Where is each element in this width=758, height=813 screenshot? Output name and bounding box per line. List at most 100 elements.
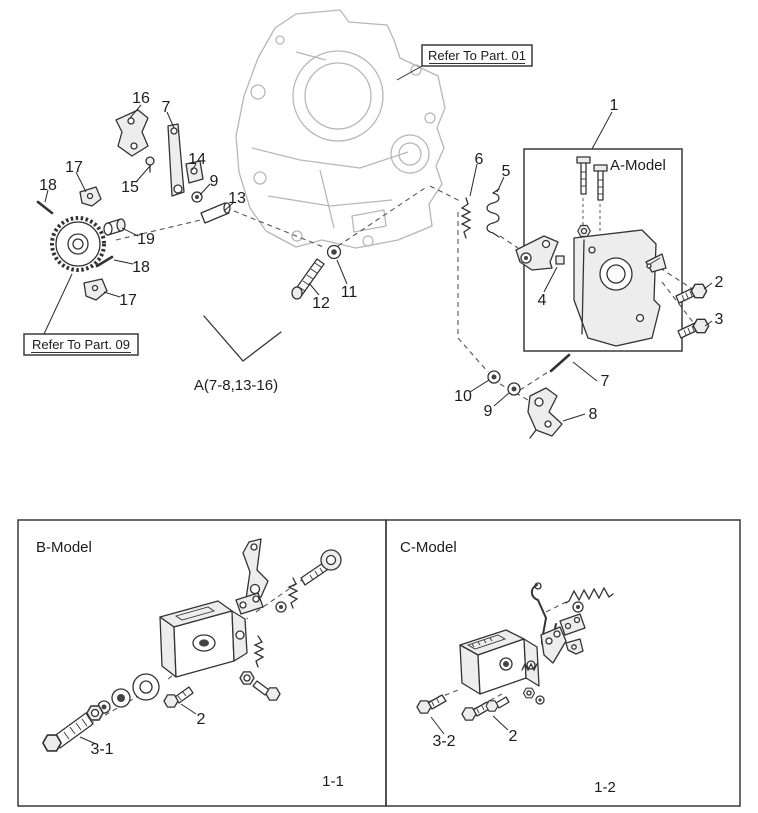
bolt-part-2 <box>675 283 708 304</box>
callout-6: 6 <box>469 151 484 197</box>
callout-18-lower: 18 <box>113 259 150 276</box>
callout-10-label: 10 <box>454 388 472 405</box>
callout-10: 10 <box>454 379 490 405</box>
b-figure-number: 1-1 <box>322 773 344 790</box>
callout-2-label: 2 <box>715 274 724 291</box>
callout-11: 11 <box>336 259 358 301</box>
callout-7-lower: 7 <box>572 361 610 390</box>
clip-part-17-upper <box>79 186 102 207</box>
callout-7-upper-label: 7 <box>162 99 171 116</box>
pin-part-7-lower <box>549 353 571 373</box>
washer-part-9-lower <box>507 382 521 396</box>
callout-14: 14 <box>188 151 206 171</box>
lever-part-8 <box>527 387 563 439</box>
c-right-lever <box>540 626 567 664</box>
callout-14-label: 14 <box>188 151 206 168</box>
c-nut <box>522 687 536 699</box>
callout-9-lower-label: 9 <box>484 403 493 420</box>
callout-13-label: 13 <box>228 190 246 207</box>
callout-12: 12 <box>308 282 330 312</box>
c-spring-small <box>521 662 538 672</box>
b-nut-lower <box>86 705 104 721</box>
b-top-lever <box>242 538 269 600</box>
b-callout-2: 2 <box>180 703 206 728</box>
group-bracket-a: A(7-8,13-16) <box>194 315 282 394</box>
b-spring-upper <box>287 577 299 609</box>
callout-5: 5 <box>496 163 511 193</box>
stud-bolt-right <box>593 164 608 201</box>
washer-part-11 <box>326 244 342 260</box>
bolt-part-2-b <box>163 686 194 708</box>
adjust-knob <box>645 253 667 273</box>
bolt-part-3-2 <box>416 694 447 714</box>
callout-17-lower: 17 <box>103 291 137 309</box>
callout-8: 8 <box>562 406 598 423</box>
governor-gear <box>50 216 106 272</box>
refer-to-part-09-label: Refer To Part. 09 <box>32 337 130 352</box>
callout-15: 15 <box>121 165 151 196</box>
c-figure-number: 1-2 <box>594 779 616 796</box>
callout-6-label: 6 <box>475 151 484 168</box>
callout-12-label: 12 <box>312 295 330 312</box>
b-model-panel: B-Model <box>17 519 387 807</box>
callout-4: 4 <box>538 266 558 309</box>
callout-9-upper: 9 <box>199 173 219 196</box>
callout-17-lower-label: 17 <box>119 292 137 309</box>
link-part-14 <box>185 160 204 184</box>
washer-part-9-upper <box>191 191 203 203</box>
callout-3: 3 <box>704 311 724 328</box>
refer-to-part-09-link[interactable]: Refer To Part. 09 <box>23 273 139 356</box>
b-callout-3-1: 3-1 <box>79 736 114 758</box>
b-nut-upper <box>239 671 255 685</box>
b-washer-medium <box>111 688 131 708</box>
c-washer-upper <box>572 601 584 613</box>
callout-17-upper: 17 <box>65 159 87 193</box>
refer-to-part-01-label: Refer To Part. 01 <box>428 48 526 63</box>
b-link-plate <box>235 592 264 615</box>
refer-to-part-01-link[interactable]: Refer To Part. 01 <box>396 44 533 81</box>
b-spring-lower <box>253 635 265 668</box>
c-callout-3-2-label: 3-2 <box>432 733 455 750</box>
c-spring <box>565 586 614 604</box>
callout-18-upper-label: 18 <box>39 177 57 194</box>
group-label: A(7-8,13-16) <box>194 377 278 394</box>
arm-part-7 <box>167 123 185 197</box>
c-dashed-axes <box>427 599 571 710</box>
b-washer-small <box>275 601 287 613</box>
engine-crankcase-ghost <box>235 9 446 249</box>
b-screw-round-head <box>300 549 342 586</box>
callout-13: 13 <box>223 190 246 212</box>
callout-9-lower: 9 <box>484 392 510 420</box>
b-bolt-right <box>252 680 281 701</box>
assembly-axis-dashed-lines <box>115 185 697 401</box>
square-nut-part-4 <box>555 255 565 265</box>
clip-part-17-lower <box>83 278 108 301</box>
spring-part-5 <box>486 188 500 238</box>
control-lever-assembly <box>515 235 559 271</box>
callout-18-lower-label: 18 <box>132 259 150 276</box>
callout-15-label: 15 <box>121 179 139 196</box>
callout-2: 2 <box>703 274 724 291</box>
governor-gear-assembly <box>36 109 231 301</box>
pin-part-18-lower <box>95 255 114 268</box>
callout-19: 19 <box>121 227 155 248</box>
c-model-label: C-Model <box>400 539 457 556</box>
callout-7-upper: 7 <box>162 99 175 129</box>
pin-part-13 <box>200 202 231 224</box>
spring-part-6 <box>460 197 472 239</box>
callout-1-label: 1 <box>610 97 619 114</box>
a-model-assembly <box>515 156 667 347</box>
bolt-part-12 <box>291 258 325 300</box>
bracket-part-16 <box>115 109 149 157</box>
stud-bolt-left <box>576 156 591 195</box>
pin-part-18-upper <box>36 200 54 215</box>
collar-part-19 <box>103 218 126 236</box>
callout-11-label: 11 <box>341 284 358 301</box>
callout-9-upper-label: 9 <box>210 173 219 190</box>
callout-7-lower-label: 7 <box>601 373 610 390</box>
c-callout-2-label: 2 <box>509 728 518 745</box>
callout-1: 1 <box>591 97 619 150</box>
callout-4-label: 4 <box>538 292 547 309</box>
c-model-panel: C-Model <box>385 519 741 807</box>
c-callout-2: 2 <box>492 715 518 745</box>
